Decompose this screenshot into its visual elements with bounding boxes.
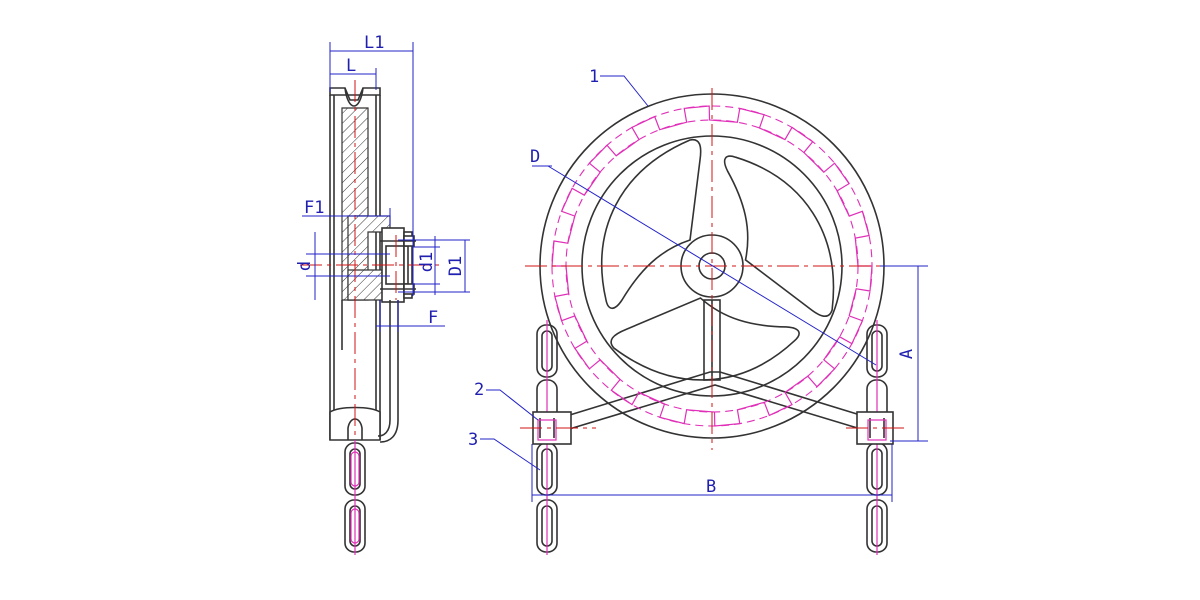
support-frame xyxy=(559,299,871,431)
side-dimensions xyxy=(302,42,470,332)
side-chain xyxy=(344,440,366,555)
dim-D-label: D xyxy=(530,147,540,167)
front-view: D A B 1 2 3 xyxy=(468,67,928,555)
chain-guides xyxy=(520,411,905,445)
dim-F1-label: F1 xyxy=(304,198,324,218)
dim-F-label: F xyxy=(428,308,438,328)
dim-D1-label: D1 xyxy=(446,256,466,276)
dim-d-label: d xyxy=(295,261,315,271)
dim-D-line xyxy=(547,165,877,366)
part-label-1: 1 xyxy=(589,67,599,87)
dim-L1-label: L1 xyxy=(364,33,384,53)
dim-d1-label: d1 xyxy=(417,252,437,272)
side-view: L1 L F1 d1 D1 d F xyxy=(295,33,470,555)
part-label-3: 3 xyxy=(468,430,478,450)
dim-A-label: A xyxy=(897,349,917,359)
dim-B-label: B xyxy=(706,477,716,497)
dim-L-label: L xyxy=(346,56,356,76)
right-chain xyxy=(866,320,888,555)
part-label-2: 2 xyxy=(474,380,484,400)
